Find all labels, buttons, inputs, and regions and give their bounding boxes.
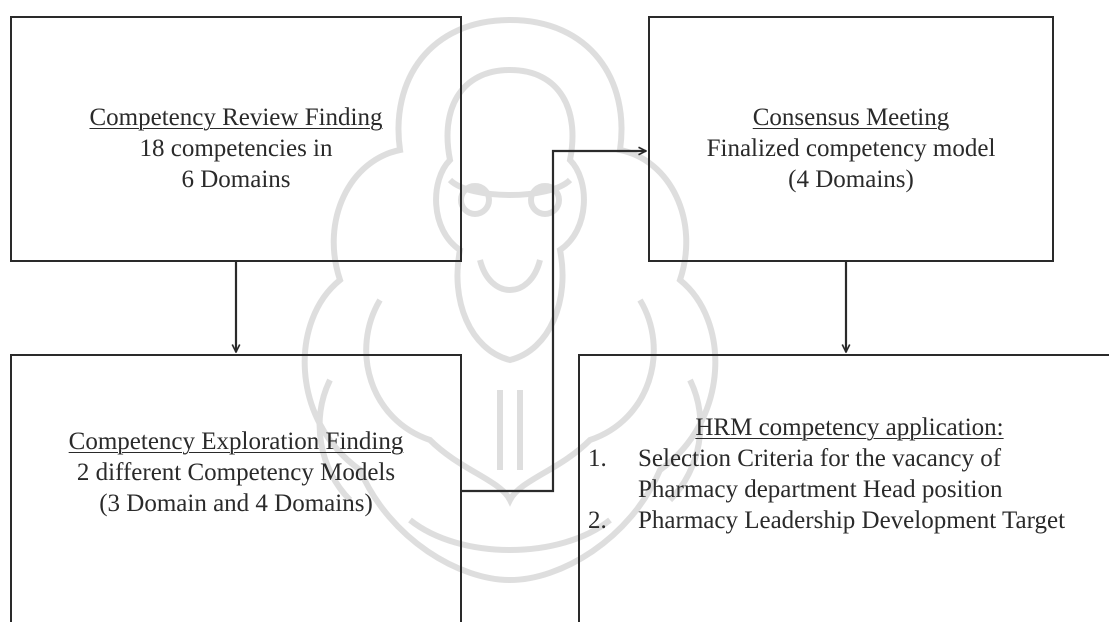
consensus-meeting-line-1: Finalized competency model xyxy=(706,135,996,162)
competency-review-heading: Competency Review Finding xyxy=(89,104,383,131)
consensus-meeting-heading: Consensus Meeting xyxy=(752,104,950,131)
competency-exploration-box: Competency Exploration Finding 2 differe… xyxy=(10,354,462,622)
competency-review-line-1: 18 competencies in xyxy=(139,135,333,162)
hrm-application-item-number: 2. xyxy=(588,507,607,534)
competency-review-line-2: 6 Domains xyxy=(181,166,291,193)
hrm-application-heading: HRM competency application: xyxy=(695,414,1004,441)
competency-exploration-heading: Competency Exploration Finding xyxy=(68,428,404,455)
hrm-application-item: 1. Selection Criteria for the vacancy of… xyxy=(580,443,1109,505)
competency-exploration-text: Competency Exploration Finding 2 differe… xyxy=(12,426,460,519)
university-seal-watermark xyxy=(301,16,719,584)
consensus-meeting-box: Consensus Meeting Finalized competency m… xyxy=(648,16,1054,262)
competency-exploration-line-2: (3 Domain and 4 Domains) xyxy=(99,490,373,517)
consensus-meeting-text: Consensus Meeting Finalized competency m… xyxy=(650,102,1052,195)
hrm-application-box: HRM competency application: 1. Selection… xyxy=(578,354,1109,622)
hrm-application-list: 1. Selection Criteria for the vacancy of… xyxy=(580,443,1109,536)
hrm-application-item-text: Selection Criteria for the vacancy of Ph… xyxy=(638,445,1003,503)
consensus-meeting-line-2: (4 Domains) xyxy=(788,166,914,193)
competency-review-text: Competency Review Finding 18 competencie… xyxy=(12,102,460,195)
hrm-application-item-number: 1. xyxy=(588,445,607,472)
arrow-exploration-to-consensus xyxy=(462,151,646,493)
hrm-application-item: 2. Pharmacy Leadership Development Targe… xyxy=(580,505,1109,536)
competency-review-box: Competency Review Finding 18 competencie… xyxy=(10,16,462,262)
hrm-application-item-text: Pharmacy Leadership Development Target xyxy=(638,507,1066,534)
hrm-application-text: HRM competency application: 1. Selection… xyxy=(580,412,1109,536)
competency-exploration-line-1: 2 different Competency Models xyxy=(76,459,396,486)
